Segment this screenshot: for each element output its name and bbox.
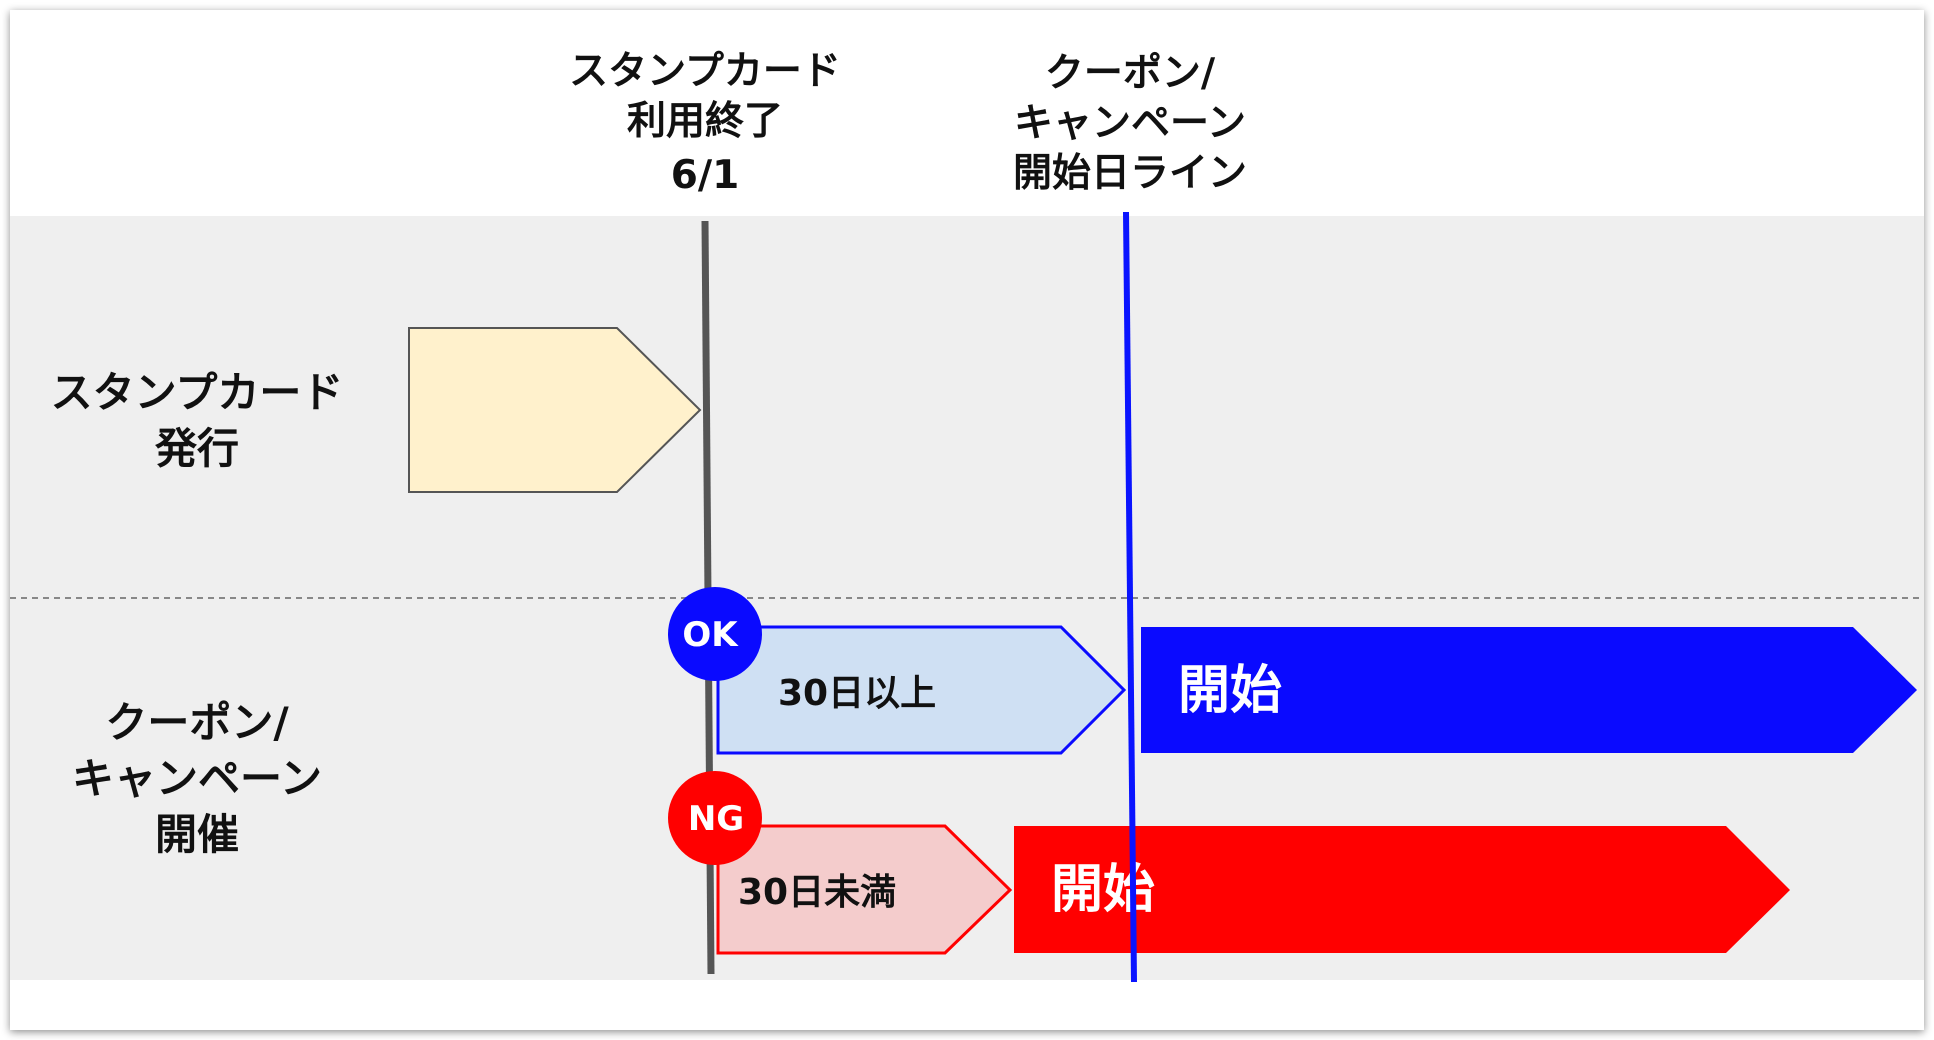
stamp-end-line-2: 利用終了 bbox=[627, 99, 783, 144]
row-label-campaign-line-3: 開催 bbox=[155, 810, 239, 859]
row-label-stamp-card: スタンプカード 発行 bbox=[51, 368, 344, 473]
ok-start-label: 開始 bbox=[1178, 661, 1282, 721]
ok-badge-label: OK bbox=[682, 615, 739, 655]
ng-start-arrow bbox=[1014, 826, 1790, 953]
stamp-end-date: 6/1 bbox=[671, 153, 740, 198]
stamp-end-header: スタンプカード 利用終了 6/1 bbox=[569, 49, 841, 198]
row-label-campaign-line-2: キャンペーン bbox=[72, 754, 322, 803]
row-label-campaign: クーポン/ キャンペーン 開催 bbox=[72, 698, 322, 859]
campaign-start-line-2: キャンペーン bbox=[1014, 101, 1246, 146]
stamp-card-arrow bbox=[408, 327, 702, 493]
campaign-start-line-1: クーポン/ bbox=[1045, 51, 1216, 96]
ok-start-arrow bbox=[1141, 627, 1917, 753]
campaign-start-header: クーポン/ キャンペーン 開始日ライン bbox=[1013, 51, 1247, 196]
ng-duration-label: 30日未満 bbox=[738, 872, 896, 913]
ok-duration-arrow bbox=[716, 625, 1127, 755]
ng-duration-arrow bbox=[716, 824, 1013, 955]
ng-start-label: 開始 bbox=[1051, 860, 1155, 920]
ok-badge: OK bbox=[668, 587, 762, 681]
row-label-stamp-card-line-2: 発行 bbox=[155, 424, 239, 473]
ok-badge-circle bbox=[668, 587, 762, 681]
ok-duration-label: 30日以上 bbox=[778, 673, 936, 714]
stamp-end-line-1: スタンプカード bbox=[569, 49, 841, 94]
campaign-start-line-3: 開始日ライン bbox=[1013, 151, 1247, 196]
ng-badge: NG bbox=[668, 771, 762, 865]
row-label-stamp-card-line-1: スタンプカード bbox=[51, 368, 344, 417]
ng-badge-label: NG bbox=[688, 799, 744, 839]
campaign-start-line bbox=[1123, 211, 1137, 983]
ng-badge-circle bbox=[668, 771, 762, 865]
row-label-campaign-line-1: クーポン/ bbox=[105, 698, 289, 747]
